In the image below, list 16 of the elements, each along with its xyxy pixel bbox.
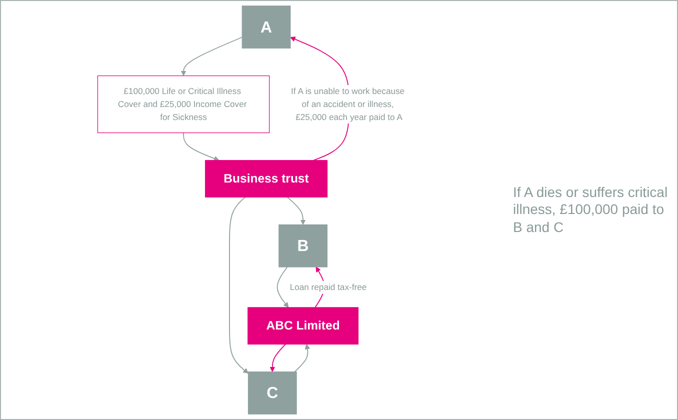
arrow [294, 344, 310, 372]
node-box: Business trust [204, 160, 328, 198]
arrow [276, 266, 289, 308]
node-box: A [242, 6, 291, 48]
node-box: £100,000 Life or Critical Illness Cover and £25,000 Income Cover for Sickness [97, 75, 270, 134]
node-box: B [278, 224, 328, 268]
arrow [180, 36, 243, 76]
edge-label: Loan repaid tax-free [290, 282, 367, 292]
note-text: If A dies or suffers critical illness, £100,000 paid to B and C [513, 184, 669, 236]
edge-label: If A is unable to work because of an accident or illness, £25,000 each year paid to A [291, 86, 405, 122]
node-box: ABC Limited [248, 307, 358, 345]
arrow [286, 196, 306, 225]
arrow [270, 344, 286, 372]
node-box: C [248, 372, 297, 414]
arrow [229, 196, 248, 374]
arrow [183, 132, 220, 162]
